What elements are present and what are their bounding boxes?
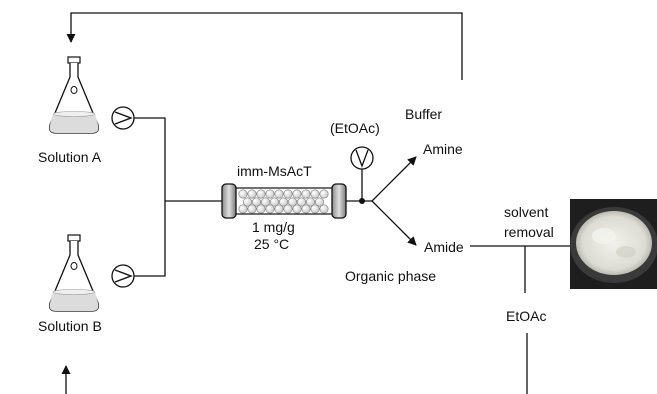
mixing-junction xyxy=(359,198,365,204)
reactor-beads xyxy=(238,189,329,214)
amide-label: Amide xyxy=(424,239,464,255)
organic-outlet-arrow xyxy=(371,200,417,246)
buffer-label: Buffer xyxy=(405,106,442,122)
etoac-recovered-label: EtOAc xyxy=(506,308,546,324)
etoac-inline-label: (EtOAc) xyxy=(330,120,380,136)
solution-b-label: Solution B xyxy=(38,318,102,334)
organic-phase-label: Organic phase xyxy=(345,268,436,284)
pump-a-icon xyxy=(111,106,135,130)
product-photo xyxy=(570,199,657,289)
temperature-label: 25 °C xyxy=(254,236,289,252)
enzyme-loading-label: 1 mg/g xyxy=(252,219,295,235)
flask-a-icon xyxy=(48,56,100,134)
solvent-label: solvent xyxy=(504,204,548,220)
solution-a-label: Solution A xyxy=(38,149,102,165)
reactor-column-icon xyxy=(221,183,347,219)
pump-b-icon xyxy=(111,264,135,288)
removal-label: removal xyxy=(504,224,554,240)
amine-label: Amine xyxy=(423,141,463,157)
reactor-label: imm-MsAcT xyxy=(237,163,312,179)
aqueous-outlet-arrow xyxy=(371,156,417,202)
feed-line-a xyxy=(134,117,166,201)
feed-line-b xyxy=(134,201,166,277)
flask-b-icon xyxy=(48,234,100,312)
recycle-loop-line xyxy=(66,12,463,80)
etoac-pump-icon xyxy=(350,146,374,170)
